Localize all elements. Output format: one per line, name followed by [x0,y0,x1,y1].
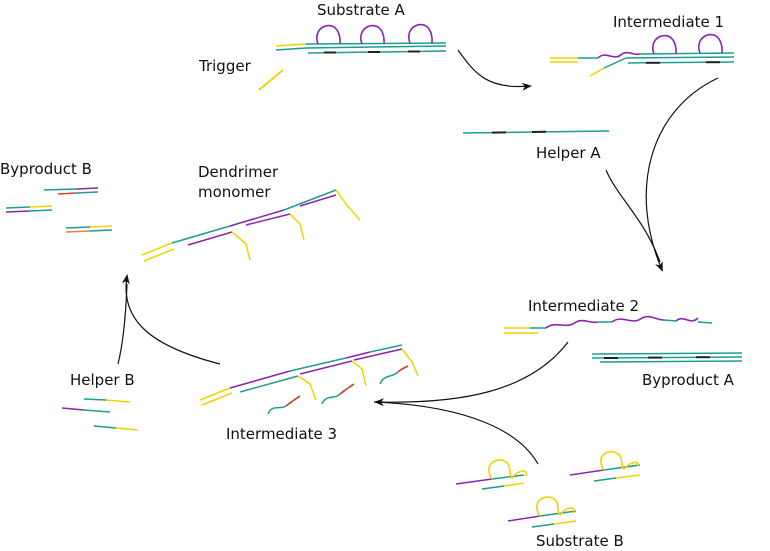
helper-a-strand [462,130,610,134]
label-intermediate-3: Intermediate 3 [226,425,338,443]
arrow-intermediate-2-to-intermediate-3 [374,341,569,407]
label-helper-a: Helper A [536,144,601,162]
arrow-intermediate-1-to-intermediate-2 [645,77,719,272]
substrate-a-complex [275,23,447,54]
arrow-substrate-a-to-intermediate-1 [457,49,532,91]
byproduct-b-strands [5,187,113,233]
intermediate-2-complex [504,315,713,334]
label-helper-b: Helper B [70,371,135,389]
arrow-helper-a-to-intermediate-2 [605,169,661,263]
substrate-b-complexes [455,451,641,528]
arrow-intermediate-3-to-dendrimer [121,274,221,365]
helper-b-strands [61,398,139,431]
label-byproduct-a: Byproduct A [642,371,734,389]
byproduct-a-complex [591,352,743,363]
label-substrate-b: Substrate B [536,532,624,550]
arrow-substrate-b-to-intermediate-3 [373,401,539,465]
arrow-helper-b-to-dendrimer [117,283,128,365]
label-dendrimer-line2: monomer [198,183,271,201]
label-intermediate-2: Intermediate 2 [528,297,640,315]
intermediate-1-complex [550,33,735,77]
label-trigger: Trigger [199,57,251,75]
dendrimer-monomer-complex [141,189,361,262]
trigger-strand [258,69,284,91]
label-byproduct-b: Byproduct B [0,160,92,178]
label-intermediate-1: Intermediate 1 [613,13,725,31]
label-substrate-a: Substrate A [317,1,405,19]
intermediate-3-complex [199,344,419,415]
label-dendrimer-line1: Dendrimer [198,163,279,181]
